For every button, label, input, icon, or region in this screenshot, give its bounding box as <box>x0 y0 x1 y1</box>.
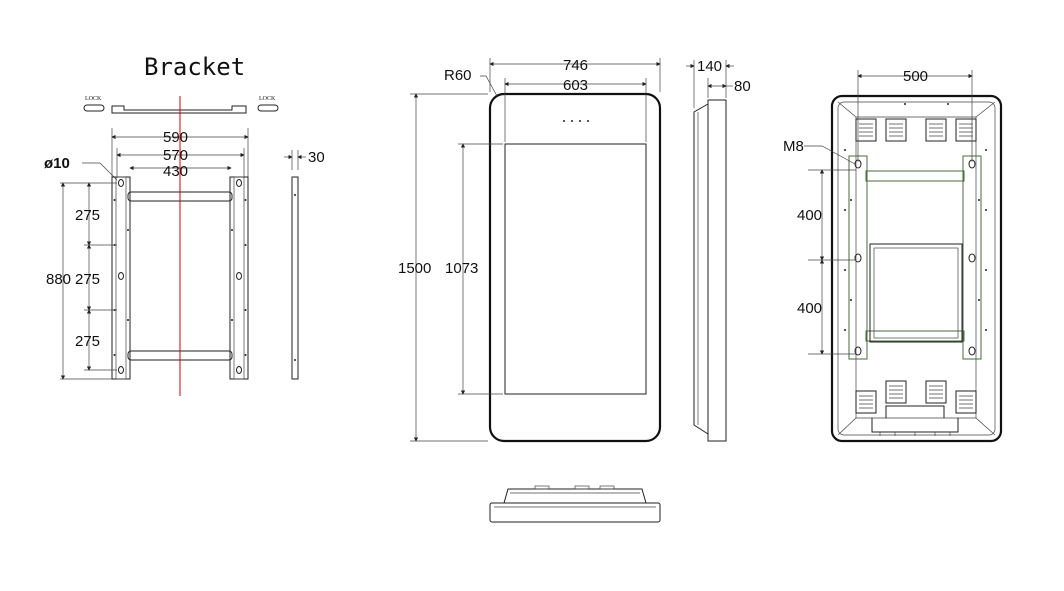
dim-500: 500 <box>903 68 928 85</box>
front-camera-dots <box>563 120 589 122</box>
dim-746: 746 <box>563 57 588 74</box>
back-vents-bottom <box>855 380 977 414</box>
back-vents-top <box>855 118 977 142</box>
dim-275-top: 275 <box>75 207 100 224</box>
bottom-view <box>489 485 661 523</box>
dim-590: 590 <box>163 129 188 146</box>
dim-r60: R60 <box>444 67 472 84</box>
front-screen <box>504 143 647 395</box>
bracket-view: Bracket LOCK LOCK 590 570 430 ø10 <box>44 53 325 396</box>
bracket-side-view: 30 <box>284 149 325 380</box>
side-view: 140 80 <box>686 58 751 442</box>
front-housing <box>488 92 662 443</box>
dim-570: 570 <box>163 147 188 164</box>
lock-label-right: LOCK <box>259 96 276 102</box>
dim-80: 80 <box>734 78 751 95</box>
dim-603: 603 <box>563 77 588 94</box>
dim-hole: ø10 <box>44 155 70 172</box>
dim-430: 430 <box>163 163 188 180</box>
bracket-width-dims: 590 570 430 <box>111 128 249 180</box>
bracket-title: Bracket <box>144 53 245 81</box>
dim-140: 140 <box>697 58 722 75</box>
front-view: R60 746 603 1500 1073 <box>398 57 662 443</box>
dim-275-mid: 275 <box>75 271 100 288</box>
dim-880: 880 <box>46 271 71 288</box>
bracket-height-dims: 275 275 275 880 <box>46 182 117 380</box>
dim-1073: 1073 <box>445 260 478 277</box>
bracket-top-strip: LOCK LOCK <box>83 96 279 114</box>
dim-30: 30 <box>308 149 325 166</box>
dim-m8: M8 <box>783 138 804 155</box>
dim-400-bottom: 400 <box>797 300 822 317</box>
back-view: 500 M8 400 400 <box>783 68 1003 443</box>
dim-400-top: 400 <box>797 207 822 224</box>
dim-275-bottom: 275 <box>75 333 100 350</box>
lock-label-left: LOCK <box>85 96 102 102</box>
dim-1500: 1500 <box>398 260 431 277</box>
